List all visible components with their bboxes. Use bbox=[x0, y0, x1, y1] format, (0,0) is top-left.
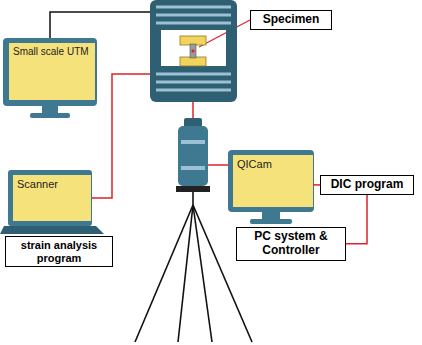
camera-cable bbox=[208, 164, 228, 166]
camera-tripod bbox=[135, 118, 252, 342]
node-text: Small scale UTM bbox=[13, 46, 91, 58]
laptop-screen: Scanner bbox=[13, 175, 91, 221]
node-text: DIC program bbox=[326, 178, 408, 192]
utm-monitor bbox=[3, 38, 97, 118]
program-box: DIC program bbox=[320, 175, 414, 195]
callout-box: Specimen bbox=[250, 10, 332, 30]
data-cable bbox=[50, 12, 150, 38]
pc-monitor bbox=[228, 150, 314, 224]
signal-connector bbox=[346, 195, 367, 244]
node-text: QICam bbox=[237, 158, 309, 171]
signal-connector bbox=[313, 184, 320, 186]
program-box: strain analysis program bbox=[5, 236, 113, 267]
node-text: Specimen bbox=[256, 13, 326, 27]
monitor-screen: Small scale UTM bbox=[9, 43, 95, 100]
monitor-screen: QICam bbox=[233, 155, 313, 207]
node-text: PC system & Controller bbox=[242, 230, 340, 258]
node-text: strain analysis program bbox=[11, 239, 107, 264]
node-text: Scanner bbox=[17, 178, 87, 191]
system-box: PC system & Controller bbox=[236, 227, 346, 261]
utm-machine bbox=[150, 0, 237, 102]
laptop bbox=[0, 170, 104, 234]
